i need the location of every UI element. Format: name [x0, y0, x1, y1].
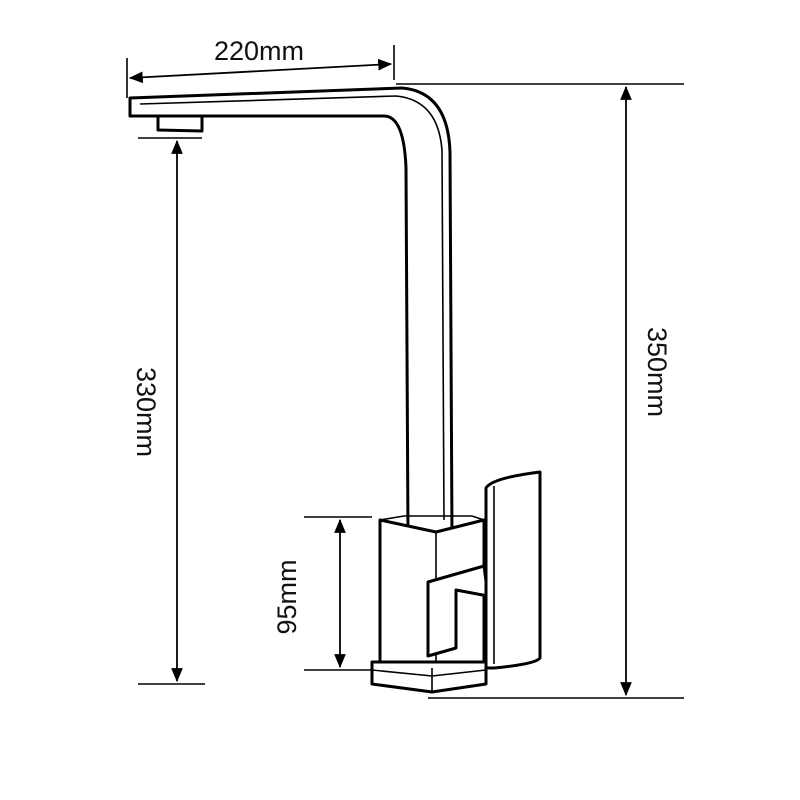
spout-highlight	[139, 95, 445, 521]
arrow-spout-reach	[128, 58, 393, 84]
base-plate-edge	[371, 668, 487, 692]
dimension-total-height: 350mm	[396, 83, 684, 699]
label-total-height: 350mm	[642, 327, 672, 417]
lever-connector	[426, 564, 490, 658]
label-base-height: 95mm	[272, 559, 302, 634]
faucet-spout	[128, 86, 454, 540]
dimension-base-height: 95mm	[272, 516, 372, 671]
lever-handle	[484, 470, 542, 670]
label-spout-reach: 220mm	[214, 36, 304, 66]
dimension-spout-reach: 220mm	[126, 36, 395, 98]
dimension-spout-height: 330mm	[131, 137, 205, 685]
label-spout-height: 330mm	[131, 367, 161, 457]
faucet-drawing	[128, 86, 542, 694]
faucet-base-plate	[370, 660, 488, 694]
faucet-aerator	[156, 114, 204, 133]
